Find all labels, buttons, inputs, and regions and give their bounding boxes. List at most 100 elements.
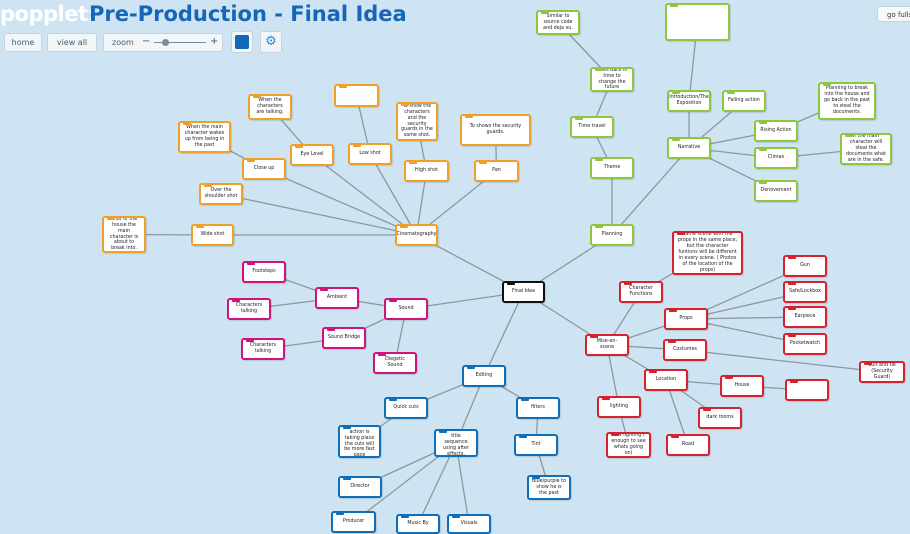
popplet-logo[interactable]: popplet:: [0, 2, 96, 26]
node-tab: [343, 427, 351, 429]
zoom-slider-handle[interactable]: [162, 39, 169, 46]
node-sound[interactable]: Sound: [384, 298, 428, 320]
node-tab: [595, 226, 603, 228]
node-final-idea[interactable]: Final Idea: [502, 281, 545, 303]
node-tab: [389, 300, 397, 302]
node-filters[interactable]: filters: [516, 397, 560, 419]
node-characters-talking-ambient[interactable]: Characters talking: [227, 298, 271, 320]
node-cinematography[interactable]: Cinematography: [395, 224, 438, 246]
node-earpiece[interactable]: Earpiece: [783, 306, 827, 328]
node-diegetic-sound[interactable]: Diegetic Sound: [373, 352, 417, 374]
node-house-note[interactable]: [785, 379, 829, 401]
node-pocketwatch[interactable]: Pocketwatch: [783, 333, 827, 355]
node-falling-action[interactable]: Falling action: [722, 90, 766, 112]
node-character-functions[interactable]: Character Functions: [619, 281, 663, 303]
node-introduction-note[interactable]: [665, 3, 730, 41]
node-climax[interactable]: Climax: [754, 147, 798, 169]
node-characters-talking-bridge[interactable]: Characters talking: [241, 338, 285, 360]
node-location[interactable]: Location: [644, 369, 688, 391]
settings-button[interactable]: ⚙: [260, 31, 282, 53]
board-title[interactable]: Pre-Production - Final Idea: [89, 2, 407, 26]
node-tint[interactable]: Tint: [514, 434, 558, 456]
node-low-shot-note[interactable]: [334, 84, 379, 107]
node-quick-cuts-note[interactable]: When the action is taking place the cuts…: [338, 425, 381, 458]
node-eye-level[interactable]: Eye Level: [290, 144, 334, 166]
node-quick-cuts[interactable]: Quick cuts: [384, 397, 428, 419]
node-rising-action[interactable]: Rising Action: [754, 120, 798, 142]
node-tab: [788, 308, 796, 310]
node-tab: [602, 398, 610, 400]
node-narrative[interactable]: Narrative: [667, 137, 711, 159]
zoom-control: zoom − +: [103, 33, 223, 52]
node-climax-note[interactable]: If the main character will steal the doc…: [840, 133, 892, 165]
node-sound-bridge[interactable]: Sound Bridge: [322, 327, 366, 349]
node-tab: [670, 5, 678, 7]
node-house[interactable]: House: [720, 375, 764, 397]
node-label: Planning: [601, 232, 623, 237]
node-label: Gun: [800, 263, 810, 268]
node-tab: [107, 218, 115, 220]
zoom-in-button[interactable]: +: [210, 36, 219, 47]
node-label: Sound Bridge: [327, 335, 361, 340]
node-wide-shot-note[interactable]: Shot of the house the main character is …: [102, 216, 146, 253]
node-label: To show the characters and the security …: [401, 103, 433, 139]
node-music-by[interactable]: Music By: [396, 514, 440, 534]
node-label: Road: [681, 442, 695, 447]
node-costumes[interactable]: Costumes: [663, 339, 707, 361]
node-tab: [465, 116, 473, 118]
node-tab: [253, 96, 261, 98]
node-planning[interactable]: Planning: [590, 224, 634, 246]
node-time-travel[interactable]: Time travel: [570, 116, 614, 138]
connector-cine-closeup: [263, 168, 417, 236]
node-eye-level-note[interactable]: When the characters are talking.: [248, 94, 292, 120]
node-ambient[interactable]: Ambient: [315, 287, 359, 309]
node-pan-note[interactable]: To shows the security guards.: [460, 114, 531, 146]
node-dark-rooms[interactable]: dark rooms: [698, 407, 742, 429]
node-low-shot[interactable]: Low shot: [348, 143, 392, 165]
fullscreen-button[interactable]: go fullscreen: [877, 6, 910, 22]
node-label: Earpiece: [794, 314, 816, 319]
color-picker-button[interactable]: [231, 31, 253, 53]
node-director[interactable]: Director: [338, 476, 382, 498]
node-props[interactable]: Props: [664, 308, 708, 330]
node-footsteps[interactable]: Footsteps: [242, 261, 286, 283]
node-label: Props: [679, 316, 693, 321]
node-producer[interactable]: Producer: [331, 511, 376, 533]
zoom-slider-track[interactable]: [154, 42, 206, 43]
node-high-shot[interactable]: High shot: [404, 160, 449, 182]
connector-final-edit: [483, 291, 525, 377]
node-wide-shot[interactable]: Wide shot: [191, 224, 234, 246]
node-safe-lockbox[interactable]: Safe/Lockbox: [783, 281, 827, 303]
node-road[interactable]: Road: [666, 434, 710, 456]
view-all-button[interactable]: view all: [47, 33, 97, 52]
node-rising-action-note[interactable]: Planning to break into the house and go …: [818, 82, 876, 120]
node-theme[interactable]: Theme: [590, 157, 634, 179]
node-denouement[interactable]: Denovement: [754, 180, 798, 202]
node-blue-purple-tint[interactable]: Blue/purple to show he is the past: [527, 475, 571, 500]
node-introduction-exposition[interactable]: Introduction/The Exposition: [667, 90, 711, 112]
node-label: lighting: [609, 404, 629, 409]
home-button[interactable]: home: [4, 33, 42, 52]
node-close-up[interactable]: Close up: [242, 158, 286, 180]
node-goes-back-in-time[interactable]: Goes back in time to change the future: [590, 67, 634, 92]
node-tab: [401, 104, 409, 106]
node-over-shoulder-shot[interactable]: Over the shoulder shot: [199, 183, 243, 205]
node-animated-title-sequence[interactable]: Animated title sequence using after effe…: [434, 429, 478, 457]
node-tab: [401, 516, 409, 518]
node-low-lighting[interactable]: Low lighting ( enough to see whats going…: [606, 432, 651, 458]
node-lighting[interactable]: lighting: [597, 396, 641, 418]
node-tab: [519, 436, 527, 438]
node-tab: [204, 185, 212, 187]
node-pan[interactable]: Pan: [474, 160, 519, 182]
node-close-up-note[interactable]: When the main character wakes up from be…: [178, 121, 231, 153]
node-editing[interactable]: Editing: [462, 365, 506, 387]
zoom-out-button[interactable]: −: [142, 36, 151, 47]
node-similar-to-source-code[interactable]: Similar to source code and deja vu.: [536, 10, 580, 35]
node-high-shot-note[interactable]: To show the characters and the security …: [396, 102, 438, 141]
node-suit-and-tie[interactable]: Suit and tie (Security Guard): [859, 361, 905, 383]
node-tab: [353, 145, 361, 147]
node-character-functions-note[interactable]: Same scene with the props in the same pl…: [672, 231, 743, 275]
node-mise-en-scene[interactable]: Mise-en-scene: [585, 334, 629, 356]
node-gun[interactable]: Gun: [783, 255, 827, 277]
node-visuals[interactable]: Visuals: [447, 514, 491, 534]
